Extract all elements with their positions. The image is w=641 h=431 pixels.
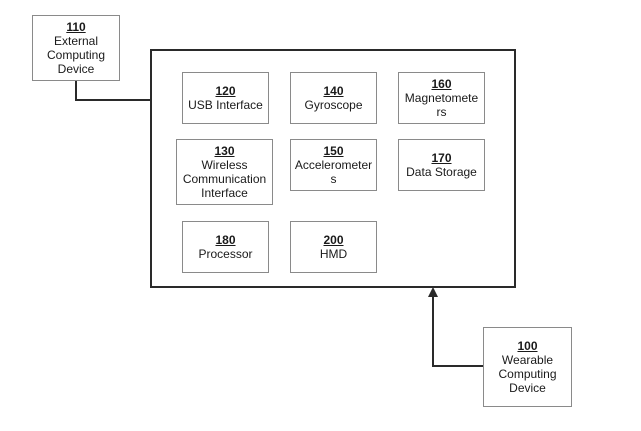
wireless-interface-label: Wireless Communication Interface — [182, 158, 267, 200]
processor-number: 180 — [215, 233, 236, 247]
magnetometers-label: Magnetomete rs — [404, 91, 479, 119]
external-device-number: 110 — [66, 20, 86, 34]
magnetometers-number: 160 — [431, 77, 452, 91]
usb-interface-label: USB Interface — [188, 98, 263, 112]
external-device-label: External Computing Device — [46, 34, 106, 76]
wearable-to-frame-arrow — [428, 287, 483, 367]
hmd-box: 200 HMD — [290, 221, 377, 273]
external-to-usb-arrow — [75, 80, 183, 105]
processor-box: 180 Processor — [182, 221, 269, 273]
hmd-number: 200 — [323, 233, 344, 247]
accelerometers-box: 150 Accelerometer s — [290, 139, 377, 191]
accelerometers-label: Accelerometer s — [294, 158, 373, 186]
processor-label: Processor — [198, 247, 253, 261]
wearable-device-number: 100 — [517, 339, 538, 353]
data-storage-label: Data Storage — [406, 165, 477, 179]
wearable-computing-device-box: 100 Wearable Computing Device — [483, 327, 572, 407]
gyroscope-number: 140 — [323, 84, 344, 98]
usb-interface-number: 120 — [215, 84, 236, 98]
data-storage-box: 170 Data Storage — [398, 139, 485, 191]
wireless-interface-number: 130 — [214, 144, 235, 158]
data-storage-number: 170 — [431, 151, 452, 165]
magnetometers-box: 160 Magnetomete rs — [398, 72, 485, 124]
gyroscope-label: Gyroscope — [304, 98, 363, 112]
hmd-label: HMD — [319, 247, 348, 261]
accelerometers-number: 150 — [323, 144, 344, 158]
wireless-communication-interface-box: 130 Wireless Communication Interface — [176, 139, 273, 205]
wearable-device-label: Wearable Computing Device — [498, 353, 557, 395]
gyroscope-box: 140 Gyroscope — [290, 72, 377, 124]
external-computing-device-box: 110 External Computing Device — [32, 15, 120, 81]
usb-interface-box: 120 USB Interface — [182, 72, 269, 124]
